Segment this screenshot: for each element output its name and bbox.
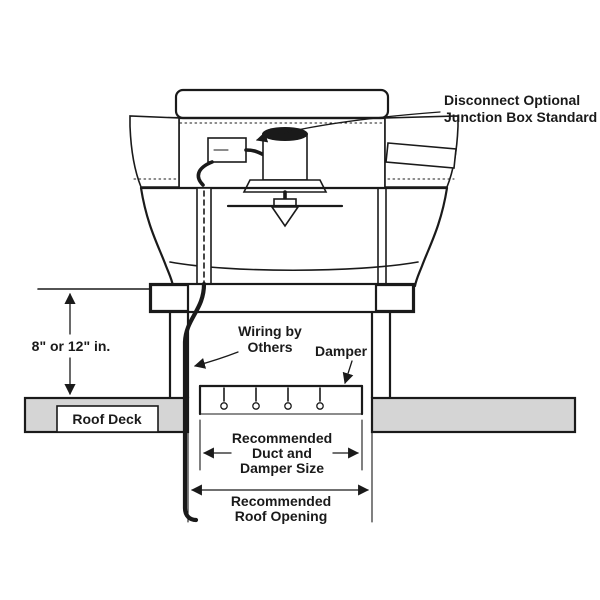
side-bracket — [385, 142, 457, 169]
callout-label-line2: Junction Box Standard — [444, 109, 597, 125]
fan-hub-cone — [270, 206, 300, 228]
duct-label-line3: Damper Size — [240, 460, 324, 476]
roof-deck-label: Roof Deck — [72, 411, 141, 427]
fan-top-cap — [174, 88, 390, 120]
field-wire — [182, 281, 207, 523]
fan-unit — [129, 88, 459, 288]
curb-and-base — [148, 282, 416, 400]
bowl-left — [139, 186, 175, 288]
height-dimension-label: 8" or 12" in. — [32, 338, 111, 354]
wiring-arrow — [193, 351, 239, 369]
damper-axle — [284, 402, 292, 410]
bowl-seam — [169, 261, 419, 272]
roof-deck: Roof Deck — [23, 396, 577, 434]
flange-left — [129, 115, 180, 188]
wiring — [182, 281, 207, 523]
duct-label-line1: Recommended — [232, 430, 332, 446]
roof-deck-right — [370, 396, 577, 434]
callout-label-line1: Disconnect Optional — [444, 92, 580, 108]
base-plate — [148, 282, 416, 314]
blocking-left — [149, 283, 190, 313]
conduit-to-motor — [244, 148, 266, 157]
damper-label: Damper — [315, 343, 368, 359]
opening-label-line2: Roof Opening — [235, 508, 328, 524]
blocking-right — [374, 283, 415, 313]
damper-assembly — [198, 384, 364, 416]
conduit-down — [196, 160, 214, 187]
annotations: Disconnect Optional Junction Box Standar… — [32, 92, 598, 524]
duct-label-line2: Duct and — [252, 445, 312, 461]
damper-axle — [220, 402, 228, 410]
wiring-label-line1: Wiring by — [238, 323, 302, 339]
wiring-label-line2: Others — [247, 339, 292, 355]
damper-axle — [316, 402, 324, 410]
callout-arrow — [255, 111, 441, 143]
roof-deck-label-box — [56, 405, 159, 433]
damper-axle — [252, 402, 260, 410]
bowl-right — [413, 186, 449, 288]
opening-label-line1: Recommended — [231, 493, 331, 509]
damper-arrow — [342, 360, 354, 385]
